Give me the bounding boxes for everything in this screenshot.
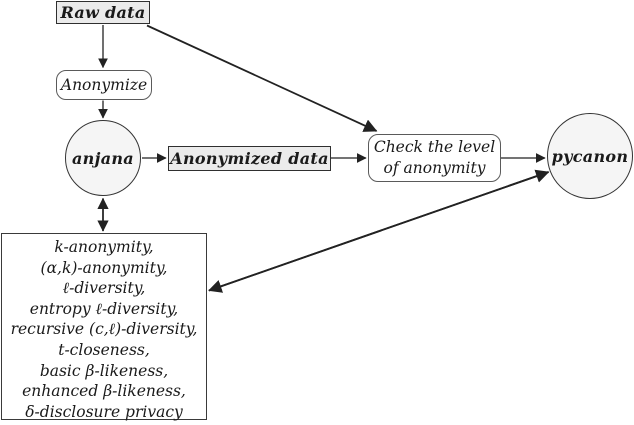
techniques-list-node: k-anonymity, (α,k)-anonymity, ℓ-diversit… [1, 233, 207, 421]
technique-item: enhanced β-likeness, [22, 382, 186, 401]
anonymized-data-node: Anonymized data [168, 146, 331, 171]
technique-item: δ-disclosure privacy [25, 402, 183, 421]
arrow-pycanon-techniques-bidirectional [208, 169, 550, 293]
technique-item: recursive (c,ℓ)-diversity, [10, 320, 198, 339]
technique-item: entropy ℓ-diversity, [29, 299, 179, 318]
technique-item: t-closeness, [58, 340, 150, 359]
check-level-node: Check the level of anonymity [368, 134, 501, 182]
anonymize-node: Anonymize [56, 70, 152, 100]
arrow-rawdata-to-checklevel [146, 24, 378, 132]
technique-item: basic β-likeness, [39, 361, 169, 380]
anonymized-data-label: Anonymized data [170, 149, 329, 168]
pycanon-label: pycanon [551, 146, 629, 166]
pycanon-node: pycanon [547, 113, 633, 199]
technique-item: k-anonymity, [54, 238, 154, 256]
check-level-label-line1: Check the level [373, 138, 496, 156]
anjana-label: anjana [72, 148, 134, 168]
technique-item: (α,k)-anonymity, [40, 258, 168, 277]
anjana-node: anjana [65, 120, 141, 196]
raw-data-node: Raw data [56, 1, 150, 24]
raw-data-label: Raw data [60, 3, 146, 22]
check-level-label-line2: of anonymity [383, 159, 486, 177]
technique-item: ℓ-diversity, [62, 279, 146, 298]
anonymize-label: Anonymize [60, 76, 148, 94]
